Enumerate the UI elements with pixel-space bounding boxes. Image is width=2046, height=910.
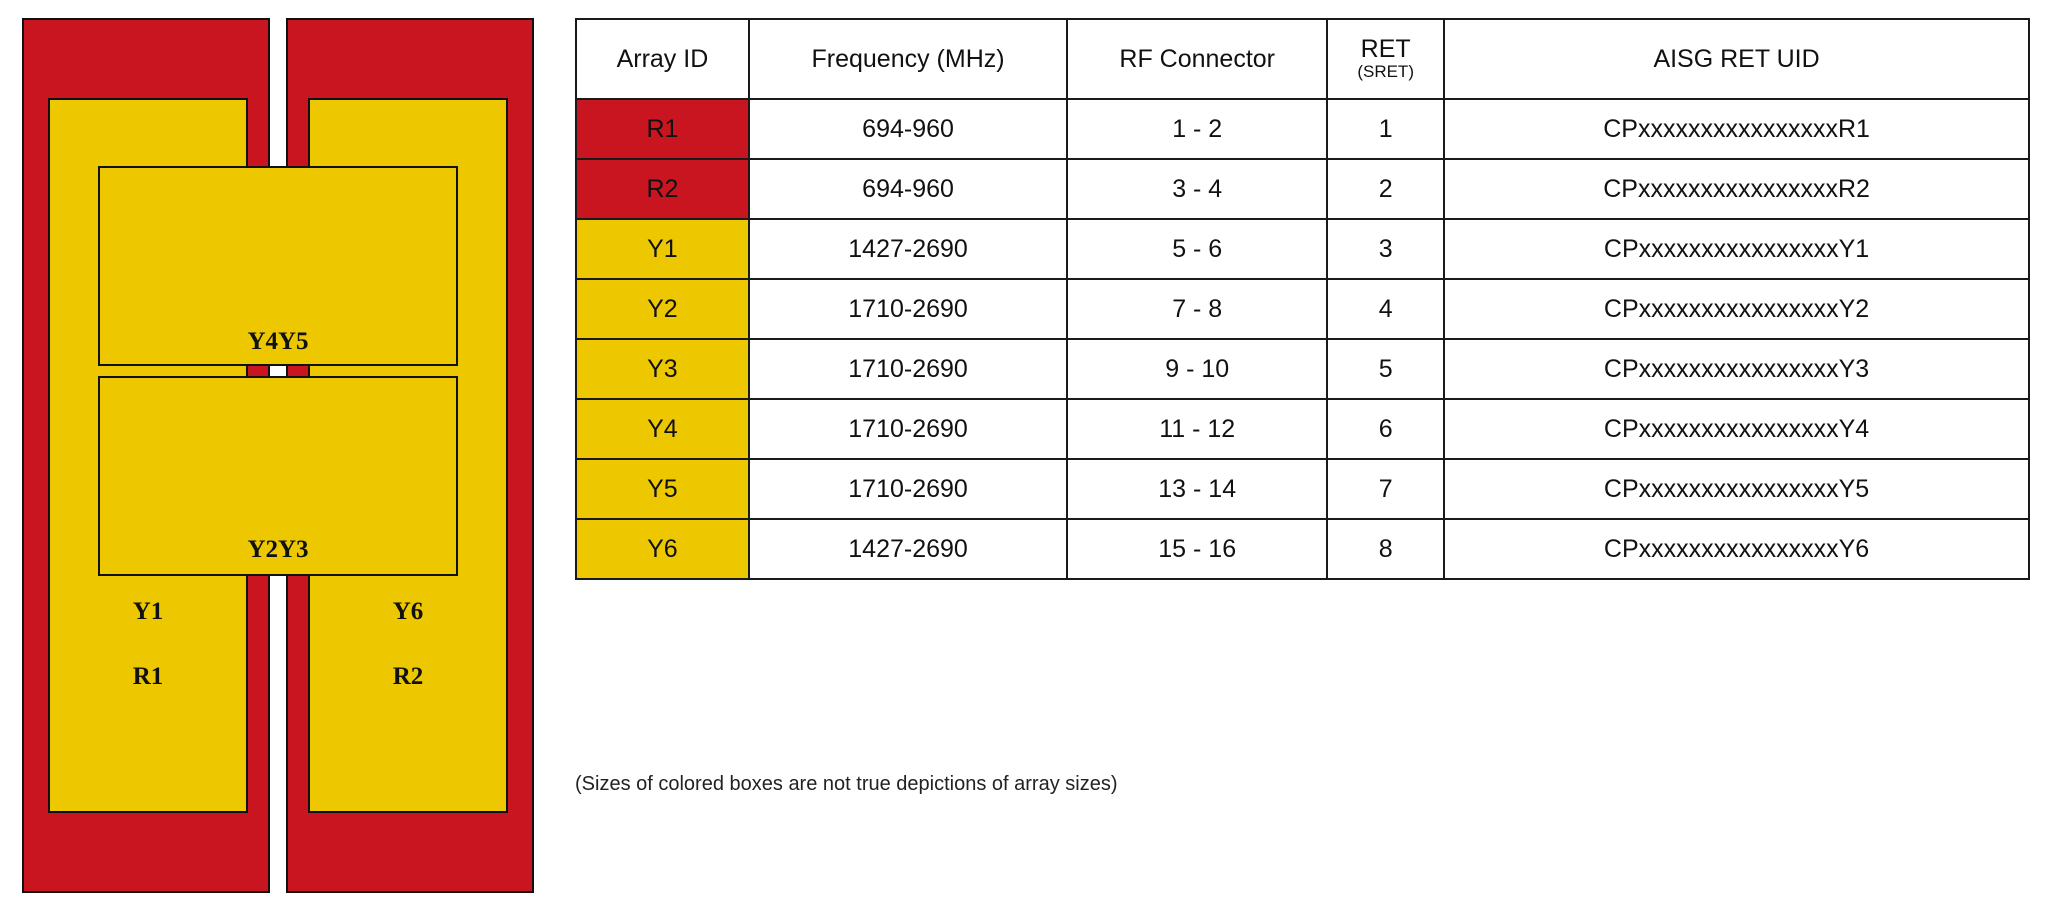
cell-array-id: Y6 bbox=[575, 518, 750, 580]
column-header-frequency: Frequency (MHz) bbox=[747, 18, 1069, 100]
cell-ret: 7 bbox=[1326, 458, 1446, 520]
cell-ret: 6 bbox=[1326, 398, 1446, 460]
cell-array-id: Y5 bbox=[575, 458, 750, 520]
cell-aisg-ret-uid: CPxxxxxxxxxxxxxxxxR1 bbox=[1443, 98, 2030, 160]
cell-rf-connector: 1 - 2 bbox=[1066, 98, 1329, 160]
diagram-label-r2: R2 bbox=[392, 663, 424, 690]
cell-aisg-ret-uid: CPxxxxxxxxxxxxxxxxY4 bbox=[1443, 398, 2030, 460]
cell-rf-connector: 7 - 8 bbox=[1066, 278, 1329, 340]
cell-frequency: 1710-2690 bbox=[747, 458, 1069, 520]
cell-frequency: 1710-2690 bbox=[747, 338, 1069, 400]
cell-rf-connector: 11 - 12 bbox=[1066, 398, 1329, 460]
cell-frequency: 1427-2690 bbox=[747, 218, 1069, 280]
array-spec-table: Array ID Frequency (MHz) RF Connector RE… bbox=[575, 18, 2030, 580]
cell-rf-connector: 15 - 16 bbox=[1066, 518, 1329, 580]
cell-frequency: 1427-2690 bbox=[747, 518, 1069, 580]
cell-frequency: 694-960 bbox=[747, 158, 1069, 220]
cell-ret: 2 bbox=[1326, 158, 1446, 220]
column-header-ret-main: RET bbox=[1360, 34, 1411, 63]
cell-array-id: Y2 bbox=[575, 278, 750, 340]
column-header-ret: RET (SRET) bbox=[1326, 18, 1446, 100]
cell-frequency: 694-960 bbox=[747, 98, 1069, 160]
cell-ret: 3 bbox=[1326, 218, 1446, 280]
column-header-ret-sub: (SRET) bbox=[1357, 61, 1414, 81]
diagram-label-r1: R1 bbox=[132, 663, 164, 690]
antenna-array-diagram: Y4Y5 Y2Y3 Y1 Y6 R1 R2 bbox=[22, 18, 534, 893]
cell-aisg-ret-uid: CPxxxxxxxxxxxxxxxxY1 bbox=[1443, 218, 2030, 280]
column-header-array-id: Array ID bbox=[575, 18, 750, 100]
diagram-label-y1: Y1 bbox=[132, 598, 164, 625]
cell-ret: 1 bbox=[1326, 98, 1446, 160]
yellow-array-box-y4y5 bbox=[98, 166, 458, 366]
cell-rf-connector: 5 - 6 bbox=[1066, 218, 1329, 280]
cell-frequency: 1710-2690 bbox=[747, 278, 1069, 340]
cell-rf-connector: 3 - 4 bbox=[1066, 158, 1329, 220]
cell-array-id: Y3 bbox=[575, 338, 750, 400]
cell-aisg-ret-uid: CPxxxxxxxxxxxxxxxxR2 bbox=[1443, 158, 2030, 220]
cell-frequency: 1710-2690 bbox=[747, 398, 1069, 460]
column-header-aisg-ret-uid: AISG RET UID bbox=[1443, 18, 2030, 100]
cell-aisg-ret-uid: CPxxxxxxxxxxxxxxxxY2 bbox=[1443, 278, 2030, 340]
cell-ret: 4 bbox=[1326, 278, 1446, 340]
diagram-label-y2y3: Y2Y3 bbox=[247, 536, 309, 563]
array-spec-table-container: Array ID Frequency (MHz) RF Connector RE… bbox=[575, 18, 2030, 580]
cell-ret: 8 bbox=[1326, 518, 1446, 580]
table-header-row: Array ID Frequency (MHz) RF Connector RE… bbox=[575, 18, 2030, 100]
cell-rf-connector: 9 - 10 bbox=[1066, 338, 1329, 400]
cell-array-id: R2 bbox=[575, 158, 750, 220]
cell-array-id: R1 bbox=[575, 98, 750, 160]
column-header-rf-connector: RF Connector bbox=[1066, 18, 1329, 100]
cell-rf-connector: 13 - 14 bbox=[1066, 458, 1329, 520]
cell-array-id: Y1 bbox=[575, 218, 750, 280]
cell-aisg-ret-uid: CPxxxxxxxxxxxxxxxxY6 bbox=[1443, 518, 2030, 580]
cell-ret: 5 bbox=[1326, 338, 1446, 400]
diagram-label-y6: Y6 bbox=[392, 598, 424, 625]
diagram-label-y4y5: Y4Y5 bbox=[247, 328, 309, 355]
cell-aisg-ret-uid: CPxxxxxxxxxxxxxxxxY3 bbox=[1443, 338, 2030, 400]
table-footnote: (Sizes of colored boxes are not true dep… bbox=[575, 773, 1118, 795]
yellow-array-box-y2y3 bbox=[98, 376, 458, 576]
cell-aisg-ret-uid: CPxxxxxxxxxxxxxxxxY5 bbox=[1443, 458, 2030, 520]
table-header: Array ID Frequency (MHz) RF Connector RE… bbox=[575, 18, 2030, 100]
cell-array-id: Y4 bbox=[575, 398, 750, 460]
